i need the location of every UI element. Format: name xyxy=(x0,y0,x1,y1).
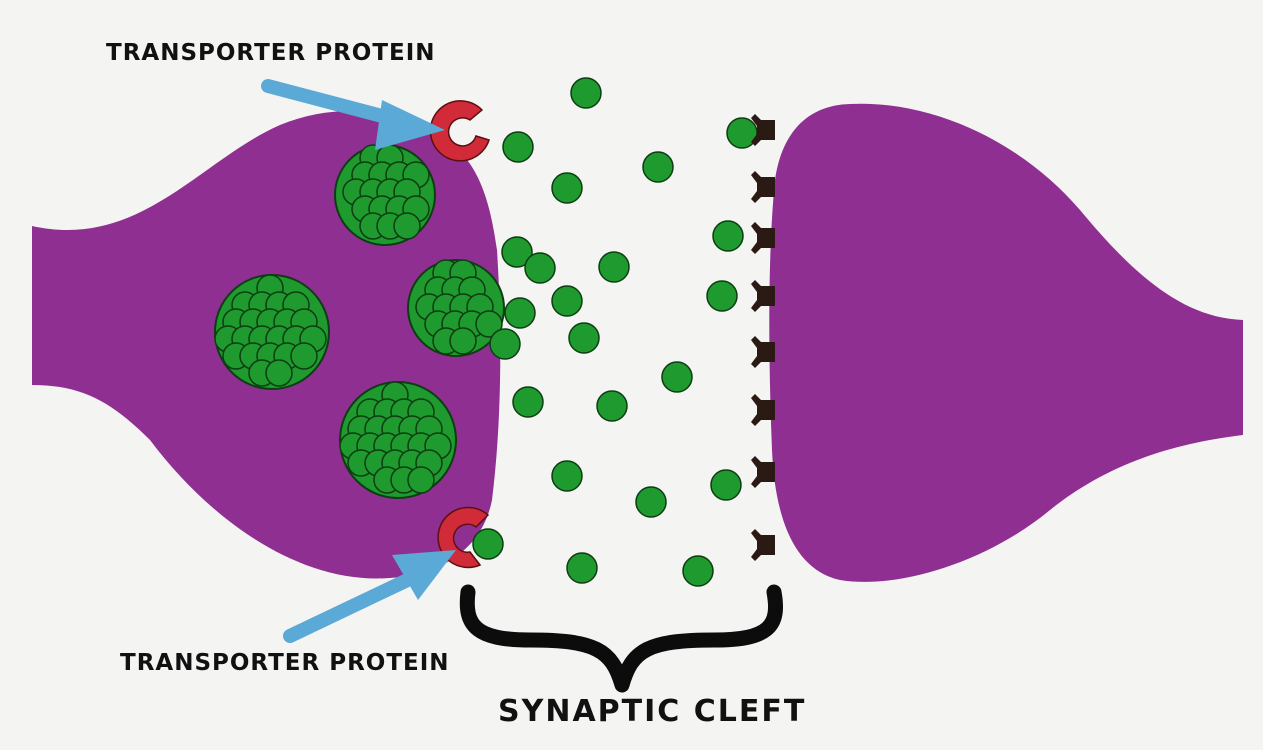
free-neurotransmitter xyxy=(713,221,743,251)
free-neurotransmitter xyxy=(643,152,673,182)
bound-neurotransmitter xyxy=(473,529,503,559)
vesicle-neurotransmitter xyxy=(394,213,420,239)
free-neurotransmitter xyxy=(505,298,535,328)
receptor xyxy=(751,456,775,488)
free-neurotransmitter xyxy=(571,78,601,108)
free-neurotransmitter xyxy=(707,281,737,311)
synaptic-cleft-label: SYNAPTIC CLEFT xyxy=(498,694,806,729)
free-neurotransmitter xyxy=(569,323,599,353)
free-neurotransmitter xyxy=(552,286,582,316)
free-neurotransmitter xyxy=(567,553,597,583)
vesicle-neurotransmitter xyxy=(408,467,434,493)
free-neurotransmitter xyxy=(683,556,713,586)
postsynaptic-terminal xyxy=(769,104,1243,582)
receptor xyxy=(751,171,775,203)
transporter-label-top: TRANSPORTER PROTEIN xyxy=(106,40,436,66)
free-neurotransmitter xyxy=(552,461,582,491)
free-neurotransmitter xyxy=(490,329,520,359)
free-neurotransmitter xyxy=(662,362,692,392)
vesicle-neurotransmitter xyxy=(450,328,476,354)
free-neurotransmitter xyxy=(552,173,582,203)
receptor xyxy=(751,529,775,561)
free-neurotransmitter xyxy=(599,252,629,282)
bound-neurotransmitter xyxy=(503,132,533,162)
vesicle-neurotransmitter xyxy=(291,343,317,369)
free-neurotransmitter xyxy=(636,487,666,517)
synaptic-cleft-brace xyxy=(467,592,775,685)
free-neurotransmitter xyxy=(513,387,543,417)
free-neurotransmitter xyxy=(525,253,555,283)
free-neurotransmitter xyxy=(597,391,627,421)
free-neurotransmitter xyxy=(711,470,741,500)
transporter-label-bottom: TRANSPORTER PROTEIN xyxy=(120,650,450,676)
vesicle-neurotransmitter xyxy=(266,360,292,386)
